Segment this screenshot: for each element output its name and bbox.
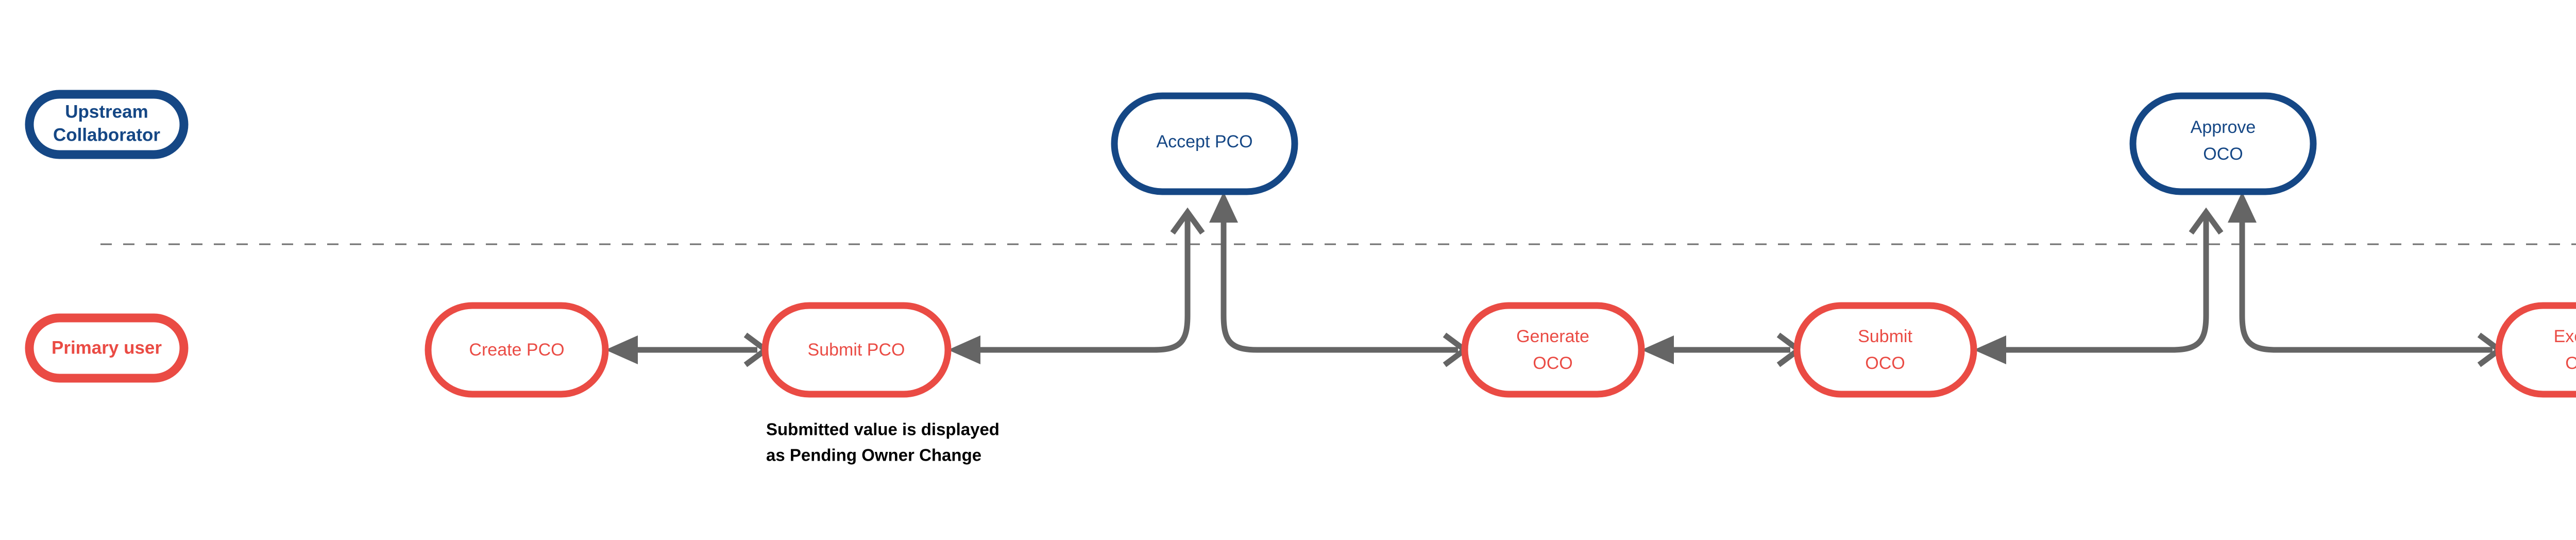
annotation-submitted-value-note: Submitted value is displayed as Pending … [766, 420, 999, 465]
node-generate-oco-shape[interactable] [1461, 302, 1645, 398]
arrowhead-solid [1974, 335, 2006, 364]
lane-upstream-collaborator[interactable]: Upstream Collaborator [25, 90, 189, 159]
edge-generate-to-submit [1641, 332, 1804, 367]
arrowhead-open [1170, 207, 1205, 235]
node-submit-pco-label: Submit PCO [808, 340, 905, 360]
node-accept-pco[interactable]: Accept PCO [1111, 92, 1298, 195]
node-create-pco-label: Create PCO [469, 340, 564, 360]
arrowhead-solid [1209, 192, 1238, 223]
node-submit-oco-label-line2: OCO [1865, 353, 1905, 373]
lane-primary-user[interactable]: Primary user [25, 313, 189, 383]
node-execute-oco[interactable]: Execute OCO [2495, 302, 2576, 398]
arrowhead-solid [2228, 192, 2257, 223]
node-accept-pco-shape[interactable] [1111, 92, 1298, 195]
node-generate-oco[interactable]: Generate OCO [1461, 302, 1645, 398]
node-generate-oco-label-line1: Generate [1516, 327, 1589, 346]
node-generate-oco-label-line2: OCO [1533, 353, 1572, 373]
node-submit-pco-shape[interactable] [761, 302, 952, 398]
lane-upstream-collaborator-label-line1: Upstream [65, 102, 148, 122]
edge-submit-to-accept [948, 207, 1205, 364]
edge-create-to-submit [605, 332, 771, 367]
node-create-pco[interactable]: Create PCO [425, 302, 609, 398]
edge-submit-to-approve [1974, 207, 2224, 364]
node-accept-pco-label: Accept PCO [1156, 132, 1252, 151]
node-execute-oco-label-line2: OCO [2565, 353, 2576, 373]
node-create-pco-shape[interactable] [425, 302, 609, 398]
arrowhead-solid [1641, 335, 1674, 364]
annotation-submitted-value-line1: Submitted value is displayed [766, 420, 999, 439]
arrowhead-solid [948, 335, 980, 364]
node-approve-oco[interactable]: Approve OCO [2129, 92, 2317, 195]
lane-upstream-collaborator-pill[interactable] [25, 90, 189, 159]
arrowhead-open [2189, 207, 2224, 235]
lane-upstream-collaborator-label-line2: Collaborator [53, 125, 160, 145]
edge-accept-to-generate [1209, 192, 1470, 367]
lane-primary-user-pill[interactable] [25, 313, 189, 383]
node-approve-oco-label-line2: OCO [2203, 144, 2243, 164]
node-execute-oco-label-line1: Execute [2554, 327, 2576, 346]
annotation-submitted-value-line2: as Pending Owner Change [766, 446, 981, 465]
node-execute-oco-shape[interactable] [2495, 302, 2576, 398]
lane-primary-user-label-line1: Primary user [52, 338, 162, 358]
edge-approve-to-execute [2228, 192, 2504, 367]
node-approve-oco-shape[interactable] [2129, 92, 2317, 195]
arrowhead-solid [605, 335, 638, 364]
node-approve-oco-label-line1: Approve [2191, 117, 2256, 137]
node-submit-oco-label-line1: Submit [1858, 327, 1912, 346]
node-submit-oco[interactable]: Submit OCO [1793, 302, 1977, 398]
node-submit-pco[interactable]: Submit PCO [761, 302, 952, 398]
node-submit-oco-shape[interactable] [1793, 302, 1977, 398]
